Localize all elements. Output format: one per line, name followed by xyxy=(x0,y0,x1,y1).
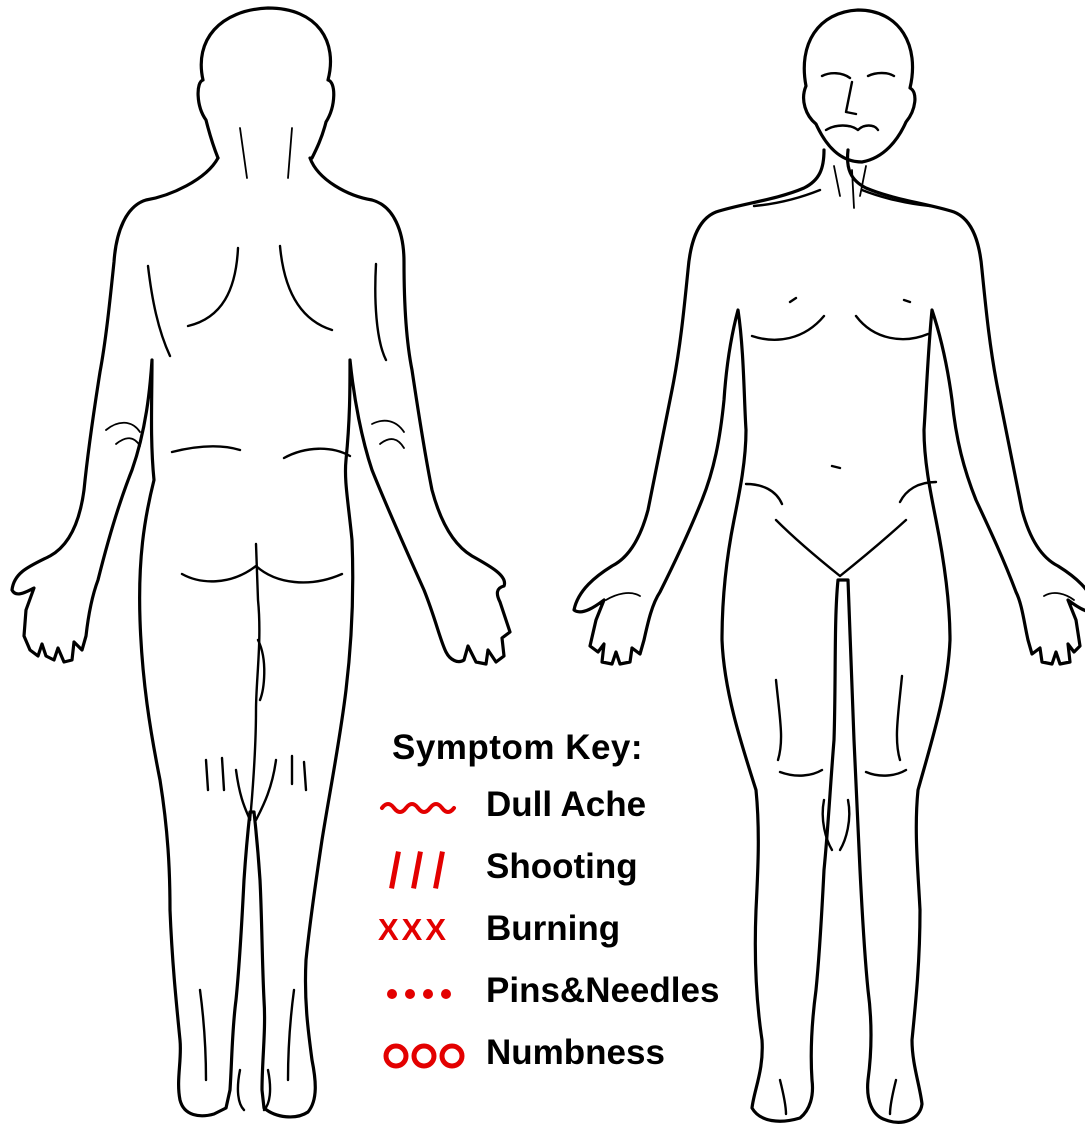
slash-symbol-icon xyxy=(378,850,472,886)
legend-label: Dull Ache xyxy=(486,784,646,826)
legend-title: Symptom Key: xyxy=(392,722,772,774)
back-head xyxy=(198,8,334,158)
legend-item-burning: XXX Burning xyxy=(372,898,772,960)
circle-symbol-icon xyxy=(378,1036,472,1072)
symptom-key-legend: Symptom Key: Dull Ache Shooting XXX Burn… xyxy=(372,722,772,1084)
tilde-symbol-icon xyxy=(378,788,472,824)
legend-item-numbness: Numbness xyxy=(372,1022,772,1084)
legend-item-pins-needles: Pins&Needles xyxy=(372,960,772,1022)
dot-symbol-icon xyxy=(378,974,472,1010)
legend-label: Shooting xyxy=(486,846,638,888)
legend-label: Pins&Needles xyxy=(486,970,719,1012)
front-head xyxy=(804,10,915,162)
legend-item-dull-ache: Dull Ache xyxy=(372,774,772,836)
x-symbol-icon: XXX xyxy=(378,912,472,948)
legend-item-shooting: Shooting xyxy=(372,836,772,898)
legend-label: Burning xyxy=(486,908,620,950)
legend-label: Numbness xyxy=(486,1032,665,1074)
